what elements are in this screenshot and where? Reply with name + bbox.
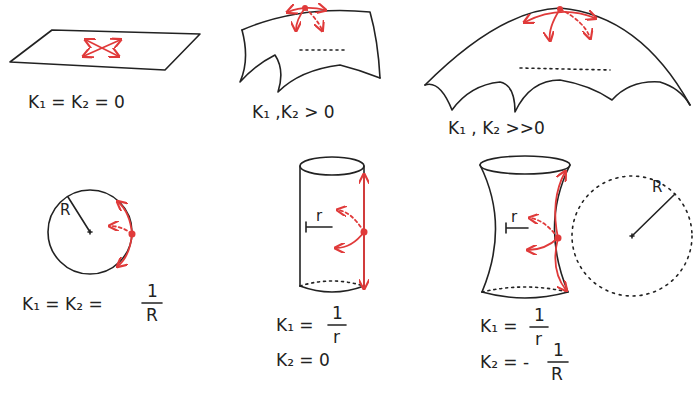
fraction-denominator: R	[551, 366, 563, 383]
fraction-numerator: 1	[147, 283, 158, 300]
curvature-label: K₂ = 0	[276, 352, 330, 369]
fraction-denominator: r	[535, 331, 542, 348]
curvature-label: K₁ ,K₂ > 0	[252, 104, 335, 121]
radius-label: r	[316, 209, 322, 224]
fraction-numerator: 1	[534, 307, 545, 324]
fraction-numerator: 1	[332, 305, 343, 322]
fraction-denominator: R	[146, 307, 158, 324]
fraction-denominator: r	[333, 329, 340, 346]
curvature-label: K₁ =	[480, 318, 518, 335]
radius-label: R	[652, 180, 662, 195]
radius-label: R	[60, 203, 70, 218]
curvature-label: K₁ , K₂ >>0	[448, 120, 545, 137]
radius-label: r	[511, 210, 517, 225]
curvature-label: K₁ = K₂ =	[22, 296, 103, 313]
curvature-label: K₂ = -	[480, 354, 529, 371]
fraction-numerator: 1	[553, 342, 564, 359]
curvature-label: K₁ = K₂ = 0	[28, 94, 125, 111]
curvature-label: K₁ =	[276, 317, 314, 334]
